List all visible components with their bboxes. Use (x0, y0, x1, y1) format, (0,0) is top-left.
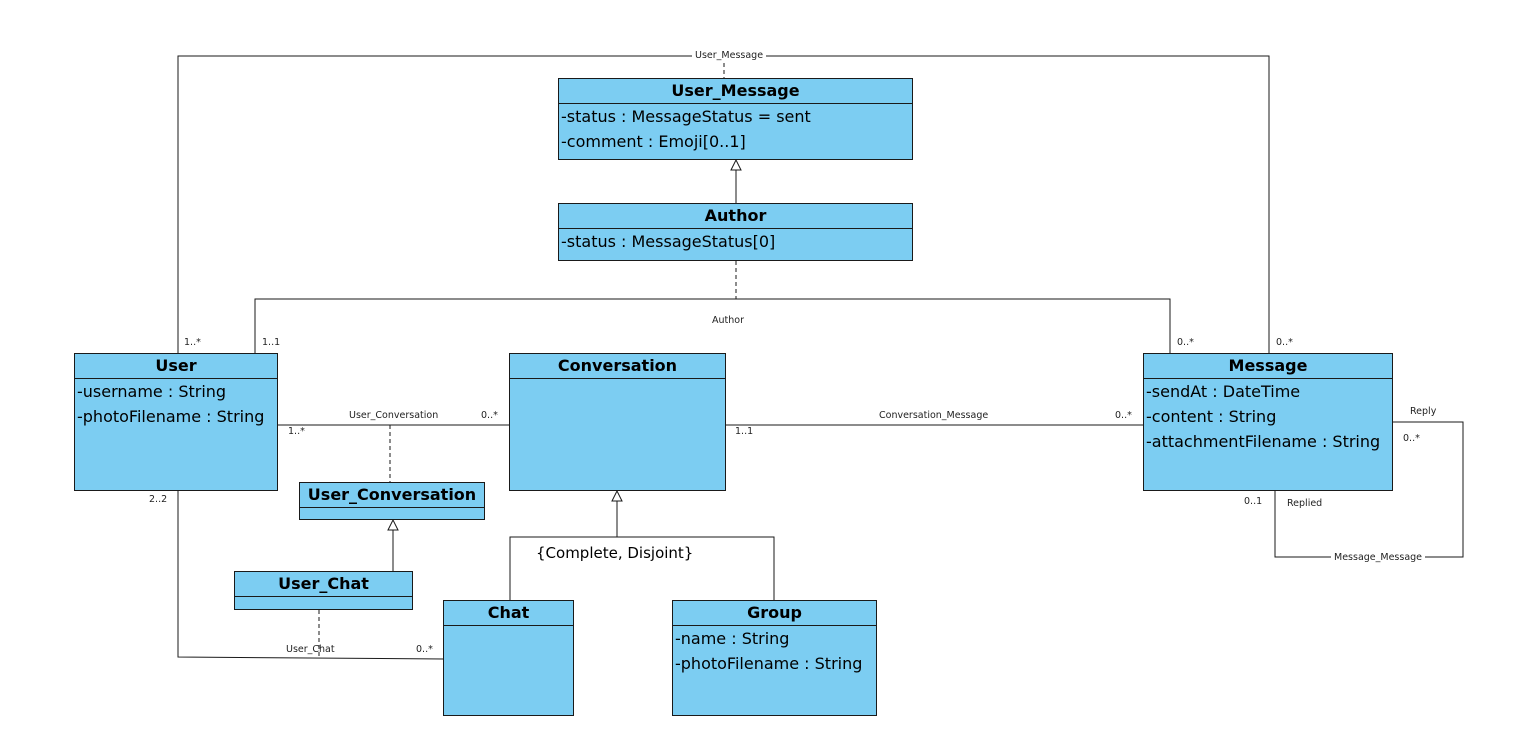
class-attribute: -status : MessageStatus = sent (561, 107, 811, 126)
class-user[interactable]: User -username : String -photoFilename :… (74, 353, 278, 491)
class-chat[interactable]: Chat (443, 600, 574, 716)
class-name: Group (673, 601, 876, 626)
role-reply: Reply (1410, 406, 1437, 417)
mult-conversation-message-message: 0..* (1115, 410, 1132, 421)
mult-user-message-user: 1..* (184, 337, 201, 348)
class-name: User (75, 354, 277, 379)
class-name: User_Chat (235, 572, 412, 597)
assoc-label-conversation-message: Conversation_Message (879, 410, 989, 421)
class-conversation[interactable]: Conversation (509, 353, 726, 491)
mult-replied: 0..1 (1244, 496, 1263, 507)
mult-user-conversation-user: 1..* (288, 426, 305, 437)
assoc-label-user-message: User_Message (692, 50, 767, 61)
assoc-message-message-line (1274, 421, 1464, 558)
mult-user-message-message: 0..* (1276, 337, 1293, 348)
mult-author-user: 1..1 (262, 337, 281, 348)
class-attribute: -attachmentFilename : String (1146, 432, 1381, 451)
class-group[interactable]: Group -name : String -photoFilename : St… (672, 600, 877, 716)
assoc-user-chat-line (177, 490, 445, 660)
class-attribute: -username : String (77, 382, 227, 401)
assoc-label-message-message: Message_Message (1331, 552, 1426, 563)
class-attribute: -photoFilename : String (675, 654, 863, 673)
class-name: Author (559, 204, 912, 229)
class-name: Conversation (510, 354, 725, 379)
class-name: Chat (444, 601, 573, 626)
class-attribute: -photoFilename : String (77, 407, 265, 426)
class-attribute: -sendAt : DateTime (1146, 382, 1301, 401)
mult-conversation-message-conversation: 1..1 (735, 426, 754, 437)
mult-user-conversation-conversation: 0..* (481, 410, 498, 421)
class-user-chat[interactable]: User_Chat (234, 571, 413, 610)
class-message[interactable]: Message -sendAt : DateTime -content : St… (1143, 353, 1393, 491)
role-replied: Replied (1287, 498, 1323, 509)
class-name: Message (1144, 354, 1392, 379)
assoc-label-author: Author (712, 315, 744, 326)
class-attribute: -comment : Emoji[0..1] (561, 132, 746, 151)
class-user-conversation[interactable]: User_Conversation (299, 482, 485, 520)
assoc-label-user-chat: User_Chat (286, 644, 335, 655)
mult-user-chat-chat: 0..* (416, 644, 433, 655)
mult-author-message: 0..* (1177, 337, 1194, 348)
class-user-message[interactable]: User_Message -status : MessageStatus = s… (558, 78, 913, 160)
class-attribute: -status : MessageStatus[0] (561, 232, 776, 251)
assoc-label-user-conversation: User_Conversation (349, 410, 439, 421)
class-attribute: -content : String (1146, 407, 1277, 426)
assoc-author-line (254, 298, 1171, 353)
mult-user-chat-user: 2..2 (149, 494, 168, 505)
class-author[interactable]: Author -status : MessageStatus[0] (558, 203, 913, 261)
class-name: User_Message (559, 79, 912, 104)
mult-reply: 0..* (1403, 433, 1420, 444)
class-attribute: -name : String (675, 629, 790, 648)
generalization-constraint: {Complete, Disjoint} (536, 544, 694, 562)
generalization-branches (509, 536, 775, 600)
class-name: User_Conversation (300, 483, 484, 508)
